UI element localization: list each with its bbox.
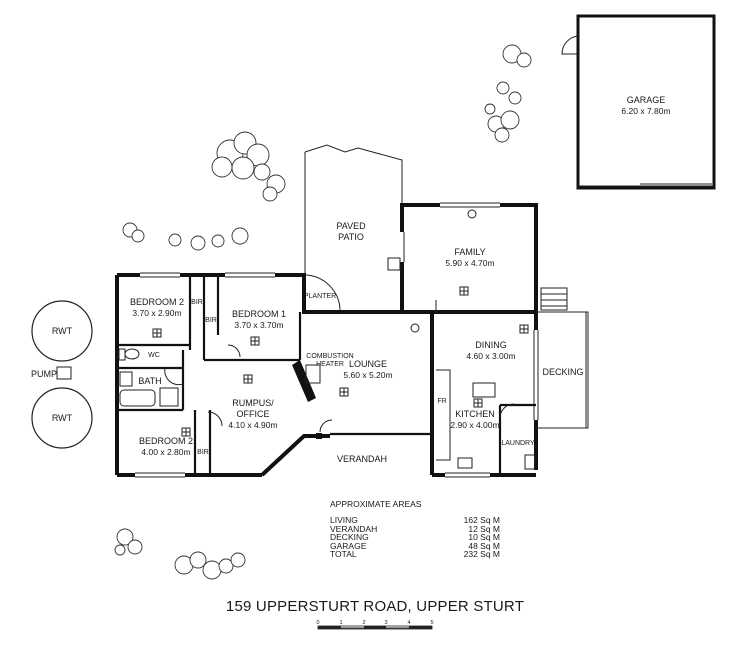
- rumpus-label-line2: OFFICE: [237, 409, 270, 419]
- bedroom2-bottom-dimensions: 4.00 x 2.80m: [141, 447, 190, 457]
- area-value: 162 Sq M: [463, 515, 500, 526]
- family-label: FAMILY: [454, 247, 485, 257]
- pump-label: PUMP: [31, 369, 57, 379]
- bir-label-3: BIR: [197, 449, 209, 456]
- rwt-label-bottom: RWT: [52, 413, 73, 423]
- area-label: LIVING: [330, 515, 358, 526]
- rwt-label-top: RWT: [52, 326, 73, 336]
- area-label: DECKING: [330, 532, 369, 543]
- areas-heading: APPROXIMATE AREAS: [330, 499, 422, 509]
- tree-icon: [122, 222, 249, 251]
- ceiling-lights: [152, 324, 529, 437]
- area-row: DECKING 10 Sq M: [330, 532, 500, 543]
- tree-icon: [211, 131, 286, 202]
- fridge-label: FR: [437, 398, 446, 405]
- scale-tick-3: 3: [384, 620, 387, 626]
- scale-tick-0: 0: [316, 620, 319, 626]
- garage: GARAGE 6.20 x 7.80m: [561, 14, 716, 190]
- wc-label: WC: [148, 352, 160, 359]
- lounge-label: LOUNGE: [349, 359, 387, 369]
- garage-label: GARAGE: [627, 95, 666, 105]
- dining-label: DINING: [475, 340, 507, 350]
- tree-icon: [484, 44, 532, 143]
- planter-label: PLANTER: [304, 293, 336, 300]
- tree-icon: [114, 528, 246, 580]
- trees: [114, 44, 532, 580]
- area-row: TOTAL 232 Sq M: [330, 549, 500, 560]
- lounge-dimensions: 5.60 x 5.20m: [343, 370, 392, 380]
- area-row: GARAGE 48 Sq M: [330, 540, 500, 551]
- kitchen-dimensions: 2.90 x 4.00m: [450, 420, 499, 430]
- area-value: 48 Sq M: [468, 540, 500, 551]
- laundry-label: LAUNDRY: [501, 440, 535, 447]
- dining-dimensions: 4.60 x 3.00m: [466, 351, 515, 361]
- fixtures: [118, 300, 536, 470]
- rainwater-tanks: RWT RWT PUMP: [31, 300, 93, 449]
- bedroom1-dimensions: 3.70 x 3.70m: [234, 320, 283, 330]
- scale-tick-2: 2: [362, 620, 365, 626]
- approximate-areas-table: APPROXIMATE AREAS LIVING 162 Sq M VERAND…: [330, 499, 500, 560]
- kitchen-label: KITCHEN: [455, 409, 495, 419]
- property-address-title: 159 UPPERSTURT ROAD, UPPER STURT: [225, 598, 525, 615]
- area-value: 10 Sq M: [468, 532, 500, 543]
- paved-patio: PAVED PATIO PLANTER: [304, 144, 403, 312]
- decking: DECKING: [536, 287, 589, 429]
- bath-label: BATH: [138, 376, 161, 386]
- area-label: TOTAL: [330, 549, 357, 560]
- patio-label-line2: PATIO: [338, 232, 364, 242]
- area-value: 12 Sq M: [468, 523, 500, 534]
- area-value: 232 Sq M: [463, 549, 500, 560]
- scale-bar: 0 1 2 3 4 5: [316, 620, 434, 630]
- bedroom2-bottom-label: BEDROOM 2: [139, 436, 193, 446]
- area-label: GARAGE: [330, 540, 367, 551]
- rumpus-label-line1: RUMPUS/: [232, 398, 274, 408]
- bir-label-1: BIR: [191, 299, 203, 306]
- bedroom2-top-dimensions: 3.70 x 2.90m: [132, 308, 181, 318]
- scale-tick-4: 4: [407, 620, 410, 626]
- area-row: LIVING 162 Sq M: [330, 515, 500, 526]
- bedroom2-top-label: BEDROOM 2: [130, 297, 184, 307]
- scale-tick-1: 1: [339, 620, 342, 626]
- verandah-label: VERANDAH: [337, 454, 387, 464]
- decking-label: DECKING: [542, 367, 583, 377]
- garage-dimensions: 6.20 x 7.80m: [621, 106, 670, 116]
- family-dimensions: 5.90 x 4.70m: [445, 258, 494, 268]
- combustion-heater-label-line2: HEATER: [316, 361, 344, 368]
- room-labels: BEDROOM 2 3.70 x 2.90m BEDROOM 1 3.70 x …: [130, 297, 535, 464]
- area-row: VERANDAH 12 Sq M: [330, 523, 500, 534]
- bedroom1-label: BEDROOM 1: [232, 309, 286, 319]
- family-room: FAMILY 5.90 x 4.70m: [387, 202, 538, 314]
- patio-label-line1: PAVED: [336, 221, 366, 231]
- rumpus-dimensions: 4.10 x 4.90m: [228, 420, 277, 430]
- scale-tick-5: 5: [430, 620, 433, 626]
- combustion-heater-label-line1: COMBUSTION: [306, 353, 353, 360]
- area-label: VERANDAH: [330, 523, 378, 534]
- bir-label-2: BIR: [205, 317, 217, 324]
